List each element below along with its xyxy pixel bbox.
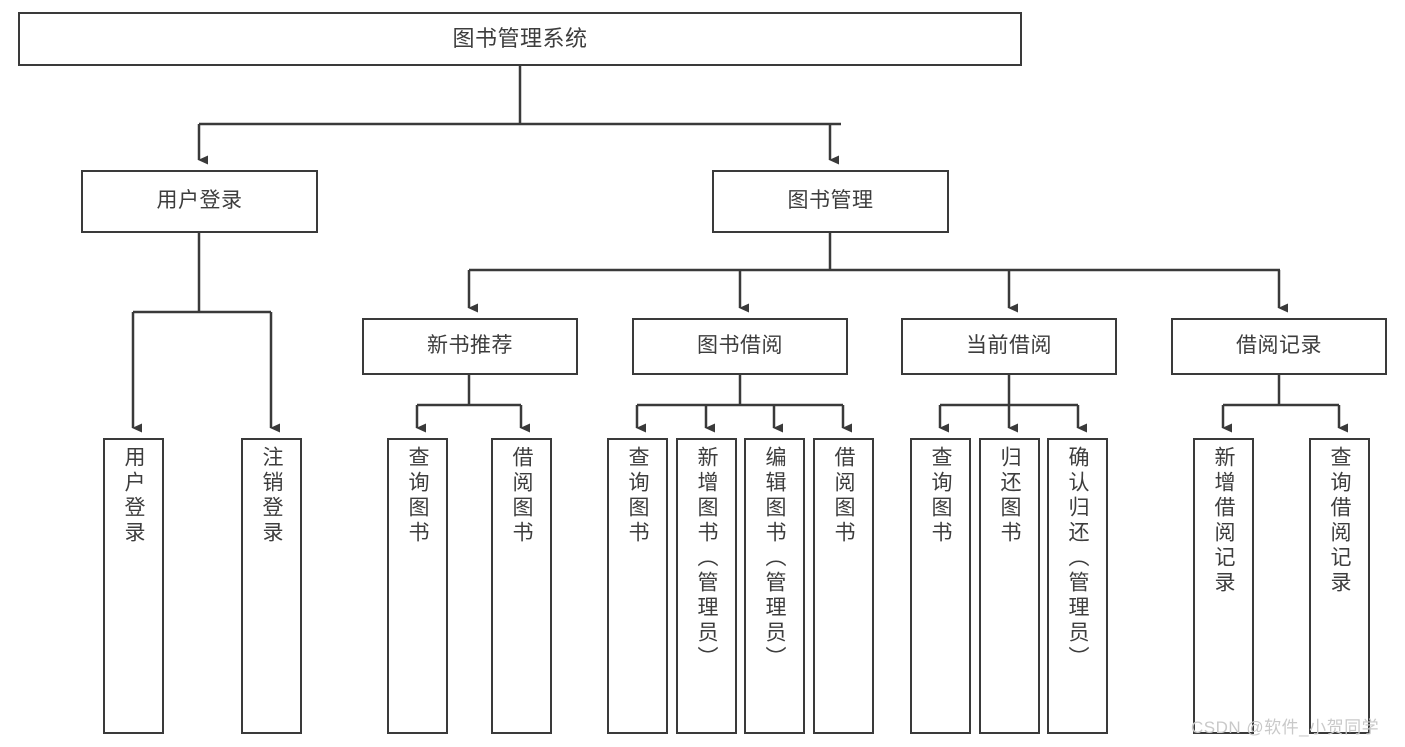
node-new-book-recommend[interactable]: 新书推荐 — [362, 318, 578, 375]
node-borrow-record[interactable]: 借阅记录 — [1171, 318, 1387, 375]
leaf-borrow-query-book[interactable]: 查询图书 — [607, 438, 668, 734]
leaf-add-book-admin[interactable]: 新增图书（管理员） — [676, 438, 737, 734]
leaf-return-book[interactable]: 归还图书 — [979, 438, 1040, 734]
node-book-borrow[interactable]: 图书借阅 — [632, 318, 848, 375]
leaf-current-query-book[interactable]: 查询图书 — [910, 438, 971, 734]
node-label: 查询借阅记录 — [1328, 446, 1351, 596]
leaf-new-book-borrow-book[interactable]: 借阅图书 — [491, 438, 552, 734]
node-label: 查询图书 — [929, 446, 952, 546]
leaf-edit-book-admin[interactable]: 编辑图书（管理员） — [744, 438, 805, 734]
node-label: 借阅记录 — [1236, 334, 1322, 358]
node-user-login[interactable]: 用户登录 — [81, 170, 318, 233]
node-label: 注销登录 — [260, 446, 283, 546]
leaf-logout[interactable]: 注销登录 — [241, 438, 302, 734]
node-label: 编辑图书（管理员） — [763, 446, 786, 671]
csdn-watermark: CSDN @软件_小贺同学 — [1191, 718, 1380, 737]
node-label: 图书管理 — [787, 189, 874, 213]
node-label: 新书推荐 — [427, 334, 513, 358]
node-book-management-system[interactable]: 图书管理系统 — [18, 12, 1022, 66]
node-label: 查询图书 — [626, 446, 649, 546]
node-label: 借阅图书 — [832, 446, 855, 546]
leaf-confirm-return-admin[interactable]: 确认归还（管理员） — [1047, 438, 1108, 734]
leaf-borrow-book[interactable]: 借阅图书 — [813, 438, 874, 734]
node-label: 新增借阅记录 — [1212, 446, 1235, 596]
node-book-management[interactable]: 图书管理 — [712, 170, 949, 233]
node-label: 当前借阅 — [966, 334, 1052, 358]
node-label: 图书借阅 — [697, 334, 783, 358]
node-label: 查询图书 — [406, 446, 429, 546]
node-label: 确认归还（管理员） — [1066, 446, 1089, 671]
leaf-query-borrow-record[interactable]: 查询借阅记录 — [1309, 438, 1370, 734]
node-label: 归还图书 — [998, 446, 1021, 546]
node-label: 图书管理系统 — [452, 26, 588, 52]
node-current-borrow[interactable]: 当前借阅 — [901, 318, 1117, 375]
node-label: 用户登录 — [156, 189, 243, 213]
leaf-user-login[interactable]: 用户登录 — [103, 438, 164, 734]
node-label: 新增图书（管理员） — [695, 446, 718, 671]
node-label: 借阅图书 — [510, 446, 533, 546]
leaf-add-borrow-record[interactable]: 新增借阅记录 — [1193, 438, 1254, 734]
leaf-new-book-query-book[interactable]: 查询图书 — [387, 438, 448, 734]
node-label: 用户登录 — [122, 446, 145, 546]
